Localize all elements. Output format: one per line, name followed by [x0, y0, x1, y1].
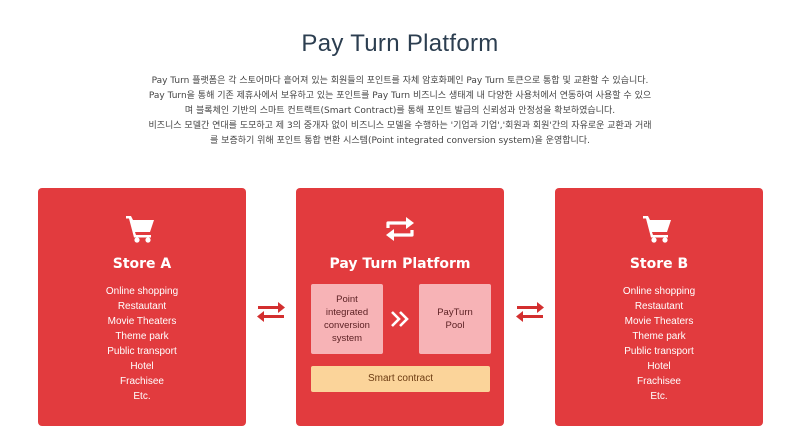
- list-item: Theme park: [632, 331, 686, 342]
- swap-arrows-icon: [516, 302, 544, 322]
- store-a-card: Store A Online shopping Restautant Movie…: [38, 188, 246, 426]
- description-line: Pay Turn 플랫폼은 각 스토어마다 흩어져 있는 회원들의 포인트를 자…: [151, 76, 649, 86]
- platform-card: Pay Turn Platform Point integrated conve…: [296, 188, 504, 426]
- exchange-icon: [386, 217, 414, 241]
- smart-contract-box: Smart contract: [311, 366, 490, 392]
- list-item: Etc.: [133, 391, 151, 402]
- platform-title: Pay Turn Platform: [329, 256, 471, 272]
- description-line: Pay Turn을 통해 기존 제휴사에서 보유하고 있는 포인트를 Pay T…: [148, 91, 652, 101]
- cart-icon: [126, 216, 154, 243]
- payturn-pool-box: PayTurn Pool: [419, 284, 491, 354]
- description-line: 비즈니스 모델간 연대를 도모하고 제 3의 중개자 없이 비즈니스 모델을 수…: [148, 121, 652, 131]
- store-b-card: Store B Online shopping Restautant Movie…: [555, 188, 763, 426]
- store-b-list: Online shopping Restautant Movie Theater…: [555, 284, 763, 404]
- double-chevron-right-icon: [391, 311, 409, 327]
- list-item: Hotel: [647, 361, 671, 372]
- list-item: Online shopping: [105, 286, 179, 297]
- list-item: Etc.: [650, 391, 668, 402]
- list-item: Frachisee: [637, 376, 681, 387]
- conversion-system-label: Point integrated conversion system: [324, 294, 370, 344]
- payturn-pool-label: PayTurn Pool: [437, 307, 473, 331]
- store-a-list: Online shopping Restautant Movie Theater…: [38, 284, 246, 404]
- list-item: Restautant: [634, 301, 684, 312]
- list-item: Restautant: [117, 301, 167, 312]
- description: Pay Turn 플랫폼은 각 스토어마다 흩어져 있는 회원들의 포인트를 자…: [80, 74, 720, 149]
- list-item: Public transport: [624, 346, 694, 357]
- store-a-title: Store A: [112, 256, 172, 272]
- list-item: Movie Theaters: [107, 316, 177, 327]
- swap-arrows-icon: [257, 302, 285, 322]
- list-item: Public transport: [107, 346, 177, 357]
- description-line: 며 블록체인 기반의 스마트 컨트랙트(Smart Contract)를 통해 …: [184, 106, 616, 116]
- page-title: Pay Turn Platform: [301, 30, 499, 57]
- list-item: Movie Theaters: [624, 316, 694, 327]
- conversion-system-box: Point integrated conversion system: [311, 284, 383, 354]
- store-b-title: Store B: [629, 256, 689, 272]
- list-item: Online shopping: [622, 286, 696, 297]
- list-item: Frachisee: [120, 376, 164, 387]
- list-item: Theme park: [115, 331, 169, 342]
- cart-icon: [643, 216, 671, 243]
- description-line: 를 보증하기 위해 포인트 통합 변환 시스템(Point integrated…: [210, 136, 590, 146]
- list-item: Hotel: [130, 361, 154, 372]
